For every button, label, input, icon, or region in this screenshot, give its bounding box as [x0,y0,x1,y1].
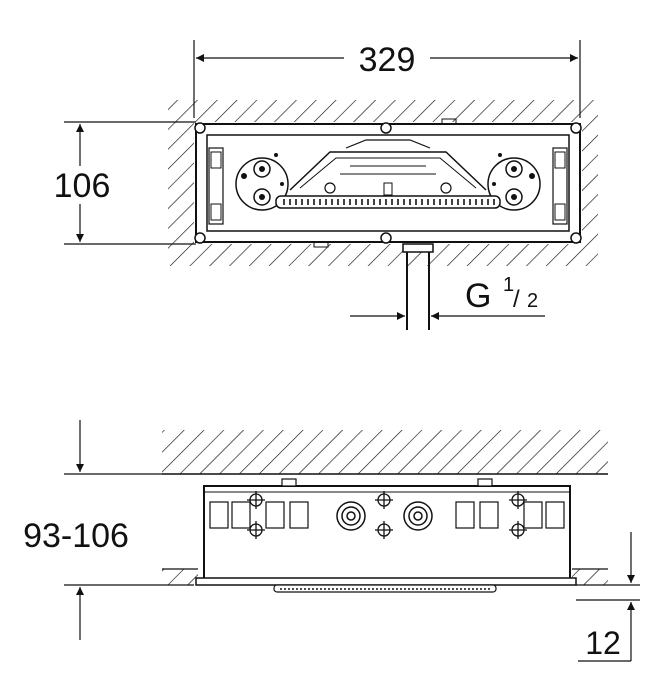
housing-top-view [194,118,582,248]
width-dimension-label: 329 [359,41,416,79]
finish-hatching-left [162,569,198,585]
thread-label-denominator: 2 [527,290,538,312]
finish-hatching-right [572,569,608,585]
top-view: 329 106 [54,40,598,330]
offset-dimension-label: 12 [585,625,621,661]
housing-side-view [195,478,577,593]
ceiling-hatching [162,430,608,474]
thread-label-slash: / [513,286,520,313]
thread-label-numerator: 1 [503,274,514,296]
inlet-pipe [402,243,434,330]
side-view: 93-106 [23,420,640,662]
height-dimension-label: 106 [54,167,111,205]
thread-label-prefix: G [465,277,491,315]
depth-dimension-label: 93-106 [23,517,129,555]
